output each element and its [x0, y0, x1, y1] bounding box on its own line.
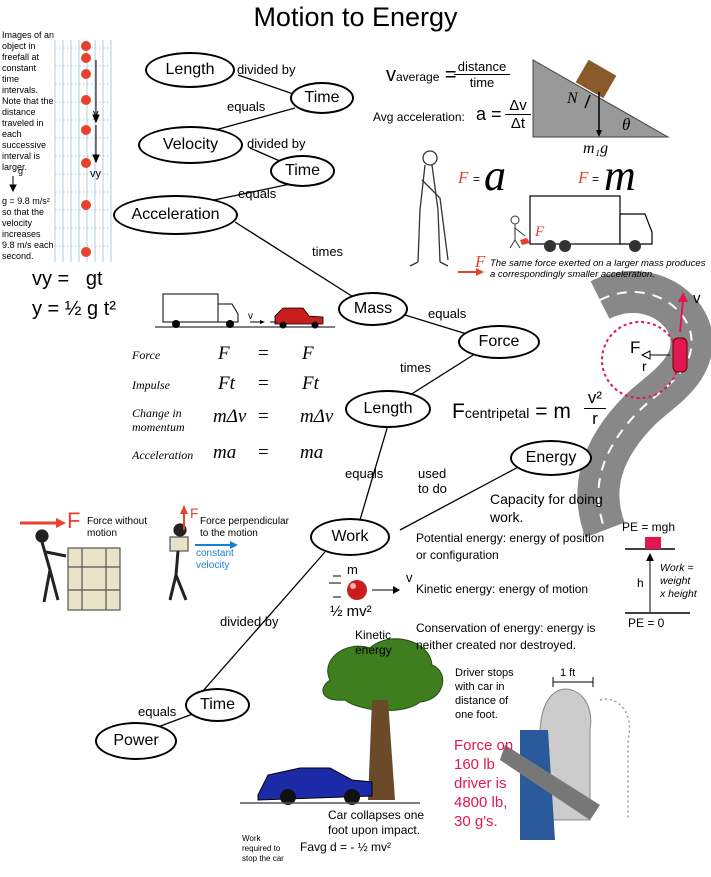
link-equals-3: equals — [428, 306, 467, 321]
node-acceleration: Acceleration — [113, 195, 238, 235]
avg-acc-lhs: a = — [476, 104, 502, 124]
node-work: Work — [310, 518, 390, 556]
curve-v-label: v — [693, 290, 701, 307]
f-label-4: F — [475, 252, 486, 271]
curve-f-label: F — [630, 338, 641, 357]
row-impulse-rhs: Ft — [302, 373, 319, 394]
m-symbol: m — [604, 151, 636, 200]
ke-v: v — [406, 570, 413, 585]
truck-v-label: v — [248, 311, 253, 322]
row-acceleration-lhs: ma — [213, 442, 237, 463]
row-momentum-lhs: mΔv — [213, 406, 247, 427]
y-equation: y = ½ g t² — [32, 298, 116, 320]
node-time-3: Time — [185, 688, 250, 722]
node-force: Force — [458, 325, 540, 359]
vy-label: vy — [90, 168, 101, 180]
curve-r-label: r — [642, 358, 647, 374]
row-impulse-label: Impulse — [132, 378, 170, 392]
row-momentum-label: Change in momentum — [132, 406, 185, 434]
row-force-label: Force — [132, 348, 161, 362]
node-length: Length — [145, 52, 235, 88]
row-impulse-eq: = — [258, 373, 269, 394]
page-title: Motion to Energy — [253, 2, 458, 32]
node-velocity: Velocity — [138, 126, 243, 164]
avg-acc-label: Avg acceleration: — [373, 110, 465, 124]
theta-label: θ — [622, 115, 631, 134]
y-label: y — [93, 108, 99, 120]
link-divided-by-2: divided by — [247, 136, 306, 151]
link-equals-5: equals — [138, 704, 177, 719]
node-time-1: Time — [290, 82, 354, 114]
ke-m: m — [347, 562, 358, 577]
force-perp-f: F — [190, 505, 199, 521]
f-centripetal: Fcentripetal = m — [452, 400, 571, 423]
pe-mgh: PE = mgh — [622, 520, 676, 534]
mg-label: m₁g — [583, 140, 609, 157]
ke-formula: ½ mv² — [330, 603, 372, 620]
link-divided-by-1: divided by — [237, 62, 296, 77]
node-mass: Mass — [338, 292, 408, 326]
force-f-label: F — [67, 508, 81, 533]
v-average-equation: vaverage = — [386, 64, 457, 86]
node-length-2: Length — [345, 390, 431, 428]
link-equals-4: equals — [345, 466, 384, 481]
link-times-1: times — [312, 244, 344, 259]
vy-equation: vy = gt — [32, 268, 103, 290]
one-ft-label: 1 ft — [560, 667, 576, 679]
link-equals-1: equals — [227, 99, 266, 114]
g-label: g — [18, 166, 24, 176]
row-acceleration-eq: = — [258, 442, 269, 463]
truck-caption: The same force exerted on a larger mass … — [490, 258, 706, 280]
eq-2: = — [592, 172, 600, 186]
favg-equation: Favg d = - ½ mv² — [300, 840, 392, 854]
height-h: h — [637, 576, 644, 590]
pe-zero: PE = 0 — [628, 616, 665, 630]
row-force-lhs: F — [218, 343, 230, 364]
f-label-2: F — [578, 168, 589, 187]
f-label-1: F — [458, 168, 469, 187]
link-divided-by-3: divided by — [220, 614, 279, 629]
f-label-3: F — [535, 224, 545, 240]
row-impulse-lhs: Ft — [218, 373, 235, 394]
link-times-2: times — [400, 360, 432, 375]
row-momentum-rhs: mΔv — [300, 406, 334, 427]
node-energy: Energy — [510, 440, 592, 476]
row-force-eq: = — [258, 343, 269, 364]
node-time-2: Time — [270, 155, 335, 187]
row-momentum-eq: = — [258, 406, 269, 427]
row-acceleration-rhs: ma — [300, 442, 324, 463]
row-acceleration-label: Acceleration — [132, 448, 194, 462]
node-power: Power — [95, 722, 177, 760]
kinetic-energy-text: Kinetic energy: energy of motion — [416, 582, 589, 596]
link-equals-2: equals — [238, 186, 277, 201]
row-force-rhs: F — [302, 343, 314, 364]
normal-label: N — [567, 90, 578, 107]
eq-1: = — [473, 172, 481, 186]
a-symbol: a — [484, 151, 506, 200]
